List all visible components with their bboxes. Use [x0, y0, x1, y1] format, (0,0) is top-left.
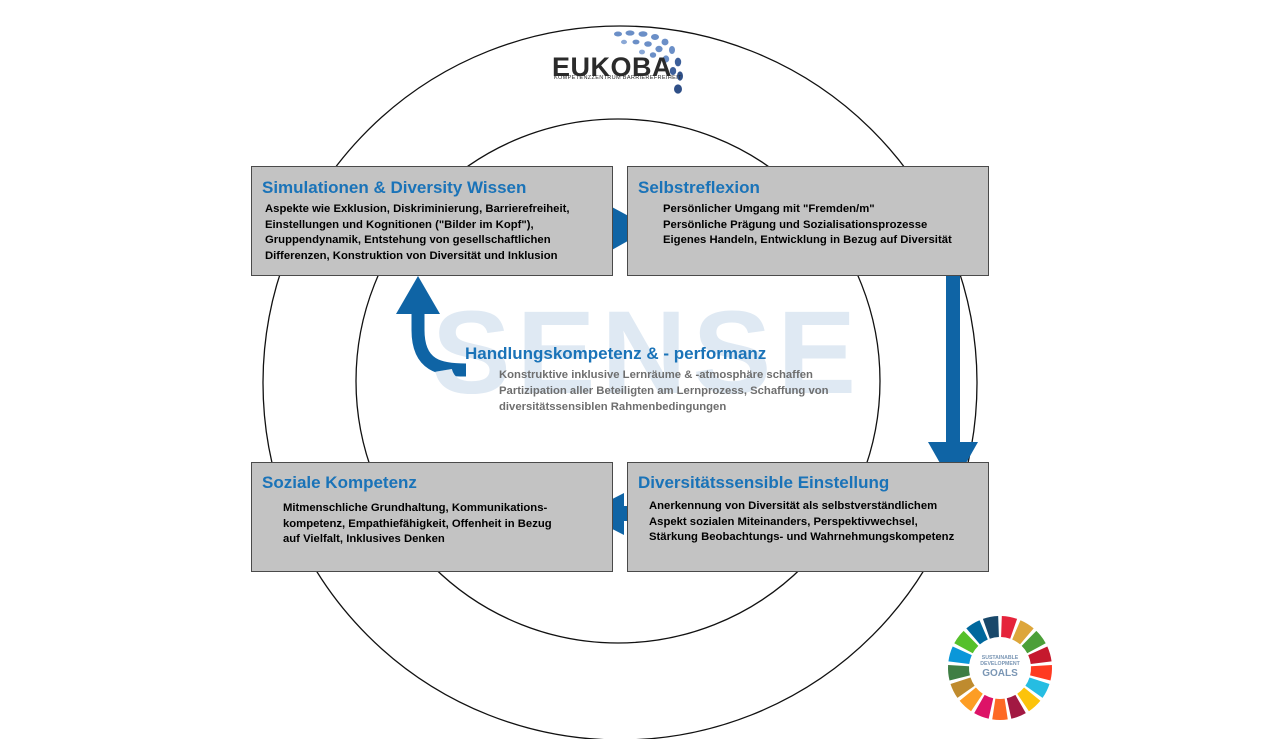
- box-diversitaet-line: Anerkennung von Diversität als selbstver…: [649, 500, 938, 512]
- sdg-segment: [966, 620, 988, 645]
- box-selbstreflexion-line: Eigenes Handeln, Entwicklung in Bezug au…: [663, 234, 952, 246]
- sdg-segment: [1017, 687, 1041, 712]
- center-line: diversitätssensiblen Rahmenbedingungen: [499, 401, 727, 413]
- box-simulation-title: Simulationen & Diversity Wissen: [262, 178, 527, 197]
- logo-wordmark: EUKOBA: [552, 52, 673, 82]
- center-line: Partizipation aller Beteiligten am Lernp…: [499, 385, 829, 397]
- box-selbstreflexion-body: Persönlicher Umgang mit "Fremden/m" Pers…: [663, 202, 952, 249]
- box-soziale-kompetenz-line: Mitmenschliche Grundhaltung, Kommunikati…: [283, 502, 548, 514]
- outer-circle: [262, 25, 978, 739]
- box-simulation-line: Einstellungen und Kognitionen ("Bilder i…: [265, 218, 534, 231]
- box-soziale-kompetenz-title: Soziale Kompetenz: [262, 473, 417, 492]
- sdg-badge-text: SUSTAINABLE DEVELOPMENT GOALS: [972, 655, 1028, 679]
- box-selbstreflexion-line: Persönliche Prägung und Sozialisationspr…: [663, 218, 928, 231]
- box-simulation-line: Differenzen, Konstruktion von Diversität…: [265, 249, 558, 262]
- sdg-segment: [982, 616, 999, 639]
- sdg-segment: [1012, 620, 1034, 645]
- sdg-segment: [1006, 694, 1026, 719]
- sdg-wheel-icon: [948, 616, 1052, 721]
- box-diversitaet-line: Stärkung Beobachtungs- und Wahrnehmungsk…: [649, 531, 955, 543]
- logo-dots-icon: [614, 30, 683, 94]
- sdg-segment: [974, 694, 994, 719]
- arrow-curved-up: [396, 276, 467, 377]
- box-soziale-kompetenz-body: Mitmenschliche Grundhaltung, Kommunikati…: [283, 501, 552, 548]
- sdg-segment: [959, 687, 983, 712]
- sense-watermark: SENSE: [432, 287, 863, 419]
- sdg-badge: SUSTAINABLE DEVELOPMENT GOALS: [947, 615, 1053, 721]
- sdg-segment: [954, 630, 979, 654]
- sdg-segment: [1025, 677, 1050, 698]
- sdg-segment: [992, 698, 1008, 721]
- box-simulation: Simulationen & Diversity Wissen Aspekte …: [251, 166, 613, 276]
- center-line: Konstruktive inklusive Lernräume & -atmo…: [499, 369, 813, 381]
- sdg-line1: SUSTAINABLE: [981, 655, 1019, 661]
- box-selbstreflexion: Selbstreflexion Persönlicher Umgang mit …: [627, 166, 989, 276]
- box-soziale-kompetenz-line: kompetenz, Empathiefähigkeit, Offenheit …: [283, 517, 552, 530]
- box-selbstreflexion-title: Selbstreflexion: [638, 178, 760, 197]
- box-simulation-line: Aspekte wie Exklusion, Diskriminierung, …: [265, 203, 570, 215]
- sdg-segment: [1021, 630, 1046, 654]
- box-soziale-kompetenz-line: auf Vielfalt, Inklusives Denken: [283, 533, 445, 545]
- sdg-segment: [948, 646, 972, 665]
- sdg-line3: GOALS: [982, 668, 1018, 679]
- box-selbstreflexion-line: Persönlicher Umgang mit "Fremden/m": [663, 203, 875, 215]
- logo-tagline: KOMPETENZZENTRUM BARRIEREFREIHEIT: [554, 75, 682, 81]
- center-title: Handlungskompetenz & - performanz: [465, 344, 767, 363]
- box-simulation-line: Gruppendynamik, Entstehung von gesellsch…: [265, 234, 551, 246]
- box-diversitaet-title: Diversitätssensible Einstellung: [638, 473, 890, 492]
- eukoba-logo: EUKOBA KOMPETENZZENTRUM BARRIEREFREIHEIT: [548, 28, 698, 98]
- sdg-segment: [1030, 665, 1052, 681]
- sdg-segment: [948, 665, 970, 681]
- inner-circle: [355, 118, 881, 644]
- box-diversitaet-body: Anerkennung von Diversität als selbstver…: [649, 499, 954, 546]
- box-diversitaet: Diversitätssensible Einstellung Anerkenn…: [627, 462, 989, 572]
- box-soziale-kompetenz: Soziale Kompetenz Mitmenschliche Grundha…: [251, 462, 613, 572]
- center-body: Konstruktive inklusive Lernräume & -atmo…: [499, 367, 829, 415]
- box-simulation-body: Aspekte wie Exklusion, Diskriminierung, …: [265, 202, 570, 264]
- arrow-down-right: [928, 258, 978, 486]
- sdg-segment: [950, 677, 975, 698]
- sdg-segment: [1028, 646, 1052, 665]
- sdg-line2: DEVELOPMENT: [980, 661, 1020, 667]
- sdg-segment: [1001, 616, 1018, 639]
- box-diversitaet-line: Aspekt sozialen Miteinanders, Perspektiv…: [649, 515, 918, 528]
